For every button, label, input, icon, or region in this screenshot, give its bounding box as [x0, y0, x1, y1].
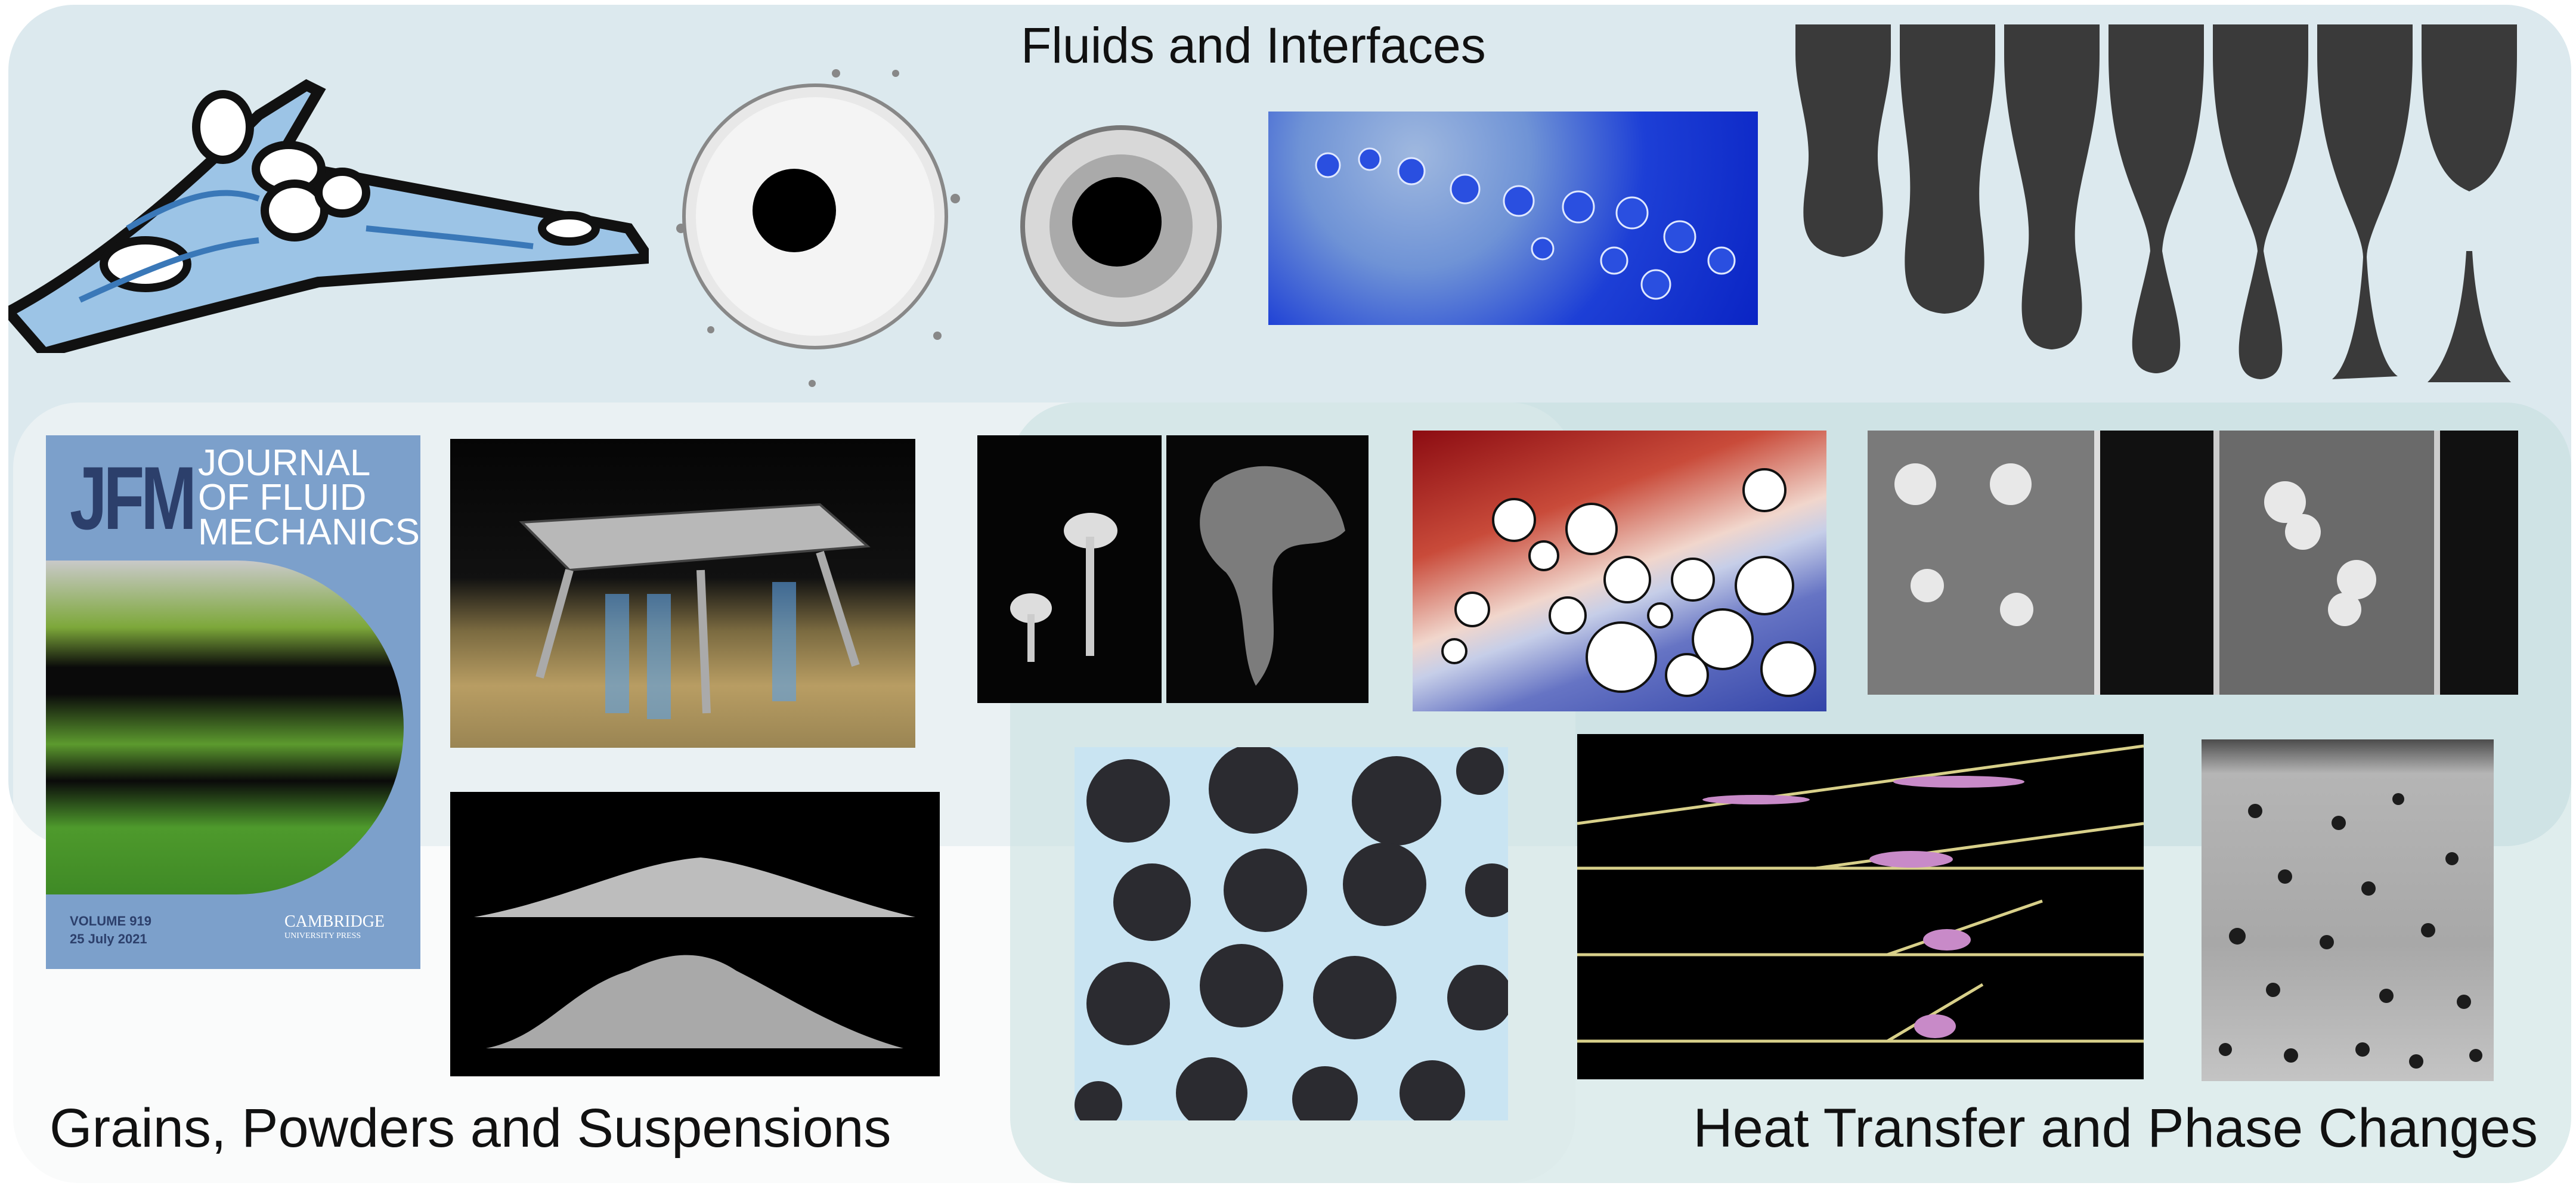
journal-title-line1: JOURNAL [198, 442, 371, 484]
crater-ring-image [1018, 123, 1224, 329]
drop-splash-image [657, 49, 969, 394]
journal-title-line3: MECHANICS [198, 512, 420, 553]
lander-image [450, 439, 915, 748]
drop-pinch-off-sequence-image [1795, 24, 2522, 391]
suspension-aggregates-image [1075, 747, 1508, 1120]
blue-droplets-image [1268, 112, 1758, 325]
date-label: 25 July 2021 [70, 931, 147, 946]
journal-cover: JFM JOURNAL OF FLUID MECHANICS VOLUME 91… [46, 435, 420, 969]
granular-piles-image [450, 792, 940, 1076]
fluids-section-title: Fluids and Interfaces [1021, 17, 1486, 73]
cover-image [46, 561, 404, 894]
plume-mushroom-image-1 [977, 435, 1162, 703]
publisher-line1: CAMBRIDGE [284, 912, 385, 931]
boiling-bubbles-image [2202, 739, 2494, 1081]
journal-title-line2: OF FLUID [198, 477, 367, 518]
publisher-line2: UNIVERSITY PRESS [284, 931, 361, 940]
plume-mushroom-image-2 [1166, 435, 1368, 703]
heat-transfer-fibers-image [1577, 734, 2144, 1079]
heat-section-title: Heat Transfer and Phase Changes [1693, 1098, 2538, 1159]
cell-flow-sketch-image [8, 49, 649, 353]
grains-section-title: Grains, Powders and Suspensions [49, 1098, 891, 1159]
bubble-simulation-image [1413, 431, 1826, 711]
jfm-logo: JFM [70, 448, 197, 548]
volume-label: VOLUME 919 [70, 914, 151, 928]
coalescing-drops-image [1868, 431, 2518, 695]
